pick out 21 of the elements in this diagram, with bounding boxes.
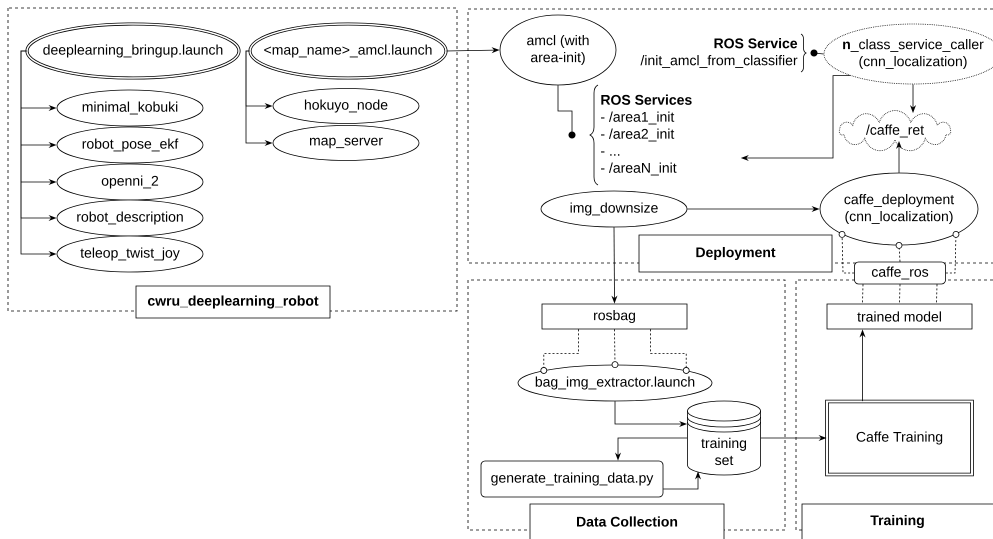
- dotted-connector: [936, 284, 938, 304]
- dotted-connector: [650, 329, 687, 368]
- service-label: ROS Service /init_amcl_from_classifier: [640, 34, 806, 72]
- double-box: Caffe Training: [825, 400, 974, 476]
- dotted-connector: [543, 329, 579, 368]
- rounded-box: generate_training_data.py: [480, 460, 664, 498]
- database-cylinder: training set: [687, 400, 761, 476]
- dotted-connector: [899, 284, 900, 304]
- dotted-connector: [842, 236, 854, 274]
- dotted-connector: [946, 236, 956, 274]
- topic-cloud: /caffe_ret: [838, 110, 952, 152]
- dotted-connector: [614, 329, 616, 362]
- dotted-connector: [862, 284, 864, 304]
- process-box: rosbag: [542, 304, 688, 330]
- process-box: trained model: [826, 304, 972, 330]
- dotted-connector: [898, 248, 900, 262]
- arrow: [558, 85, 576, 138]
- node-label: Training: [870, 514, 924, 528]
- rounded-box: caffe_ros: [854, 262, 946, 284]
- service-list: ROS Services - /area1_init - /area2_init - ... - /areaN_init: [590, 84, 692, 186]
- arrow: [810, 50, 824, 56]
